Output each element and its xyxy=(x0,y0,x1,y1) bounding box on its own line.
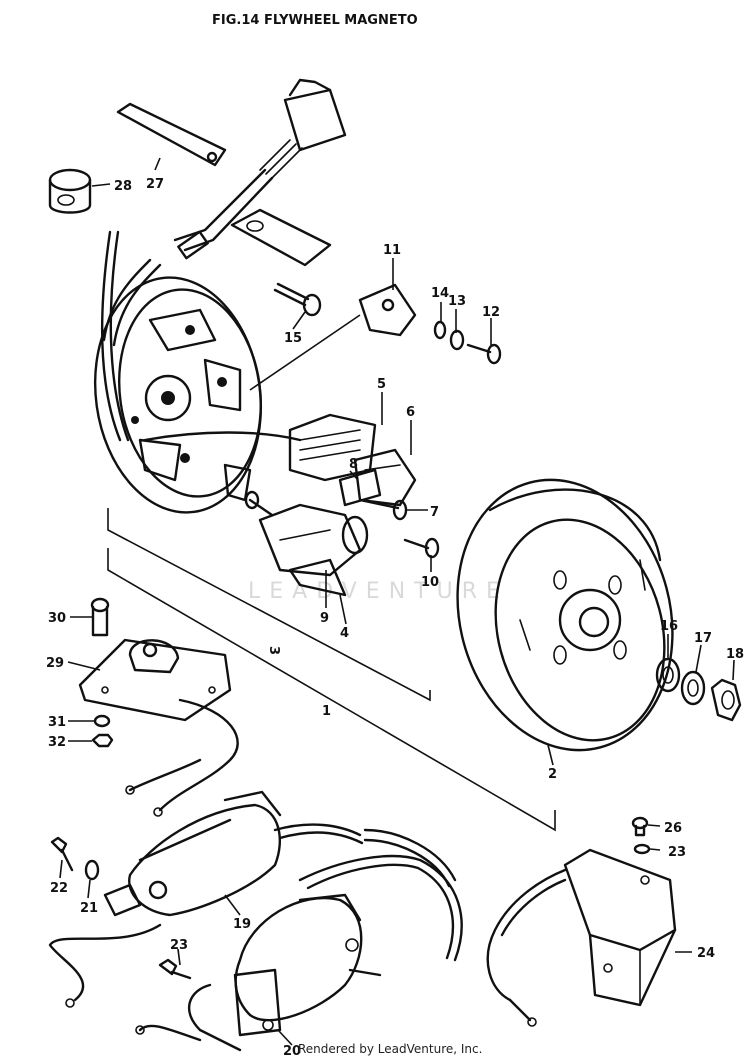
part-4-core xyxy=(288,558,347,597)
part-9-coil xyxy=(258,503,369,577)
part-13-washer xyxy=(449,329,465,351)
callout-8: 8 xyxy=(349,457,358,472)
part-27-plate xyxy=(116,102,227,167)
part-22-bolt xyxy=(50,836,74,872)
part-24-cdi-unit xyxy=(563,848,677,1007)
callout-19: 19 xyxy=(233,917,251,932)
callout-15: 15 xyxy=(284,331,302,346)
callout-11: 11 xyxy=(383,243,401,258)
part-15-screw xyxy=(273,282,322,317)
part-23-washer-upper xyxy=(633,843,651,855)
part-21-washer xyxy=(84,859,100,881)
callout-16: 16 xyxy=(660,619,678,634)
part-16-washer xyxy=(655,657,681,693)
part-6-coil xyxy=(353,448,417,507)
callout-21: 21 xyxy=(80,901,98,916)
figure-title: FIG.14 FLYWHEEL MAGNETO xyxy=(212,13,418,28)
cdi-lead-wires xyxy=(486,868,567,1027)
part-29-regulator xyxy=(78,638,232,722)
callout-32: 32 xyxy=(48,735,66,750)
callout-26: 26 xyxy=(664,821,682,836)
part-8-core xyxy=(338,468,382,507)
callout-23-lower: 23 xyxy=(170,938,188,953)
callout-2: 2 xyxy=(548,767,557,782)
part-5-coil xyxy=(288,413,377,482)
part-32-nut xyxy=(91,733,114,748)
callout-13: 13 xyxy=(448,294,466,309)
wire-harness xyxy=(100,168,302,442)
stator-base-plate xyxy=(93,276,263,514)
callout-6: 6 xyxy=(406,405,415,420)
callout-12: 12 xyxy=(482,305,500,320)
callout-10: 10 xyxy=(421,575,439,590)
callout-7: 7 xyxy=(430,505,439,520)
callout-24: 24 xyxy=(697,946,715,961)
harness-cover-plate xyxy=(230,208,332,267)
callout-22: 22 xyxy=(50,881,68,896)
part-14-washer xyxy=(433,320,447,340)
callout-27: 27 xyxy=(146,177,164,192)
stator-screw xyxy=(244,490,274,517)
leader-lines xyxy=(59,157,735,1046)
part-17-lock-washer xyxy=(680,670,706,706)
part-26-screw xyxy=(631,816,649,837)
callout-14: 14 xyxy=(431,286,449,301)
callout-9: 9 xyxy=(320,611,329,626)
part-28-grommet xyxy=(48,168,92,214)
callout-1: 1 xyxy=(322,704,331,719)
credit-line: Rendered by LeadVenture, Inc. xyxy=(298,1042,482,1056)
callout-18: 18 xyxy=(726,647,744,662)
part-18-nut xyxy=(710,678,742,722)
callout-3: 3 xyxy=(266,646,281,655)
ignition-coil-hv-lead xyxy=(273,823,457,888)
part-31-washer xyxy=(93,714,111,728)
regulator-lead-wire xyxy=(125,698,239,817)
callout-23-upper: 23 xyxy=(668,845,686,860)
part-30-bolt xyxy=(90,597,110,637)
part-11-contact-breaker xyxy=(249,283,417,391)
part-19-ignition-coil xyxy=(103,790,282,917)
part-20-ignition-coil xyxy=(188,893,382,1052)
ignition-coil-primary-wire xyxy=(48,923,162,1008)
callout-28: 28 xyxy=(114,179,132,194)
watermark: LEADVENTURE xyxy=(248,579,509,604)
callout-17: 17 xyxy=(694,631,712,646)
part-12-screw xyxy=(466,343,502,365)
callout-20: 20 xyxy=(283,1044,301,1059)
part-10-screw xyxy=(403,537,440,559)
coil-20-lead-wire xyxy=(135,854,463,1042)
part-23-screw-lower xyxy=(158,958,192,980)
callout-4: 4 xyxy=(340,626,349,641)
assembly-brackets xyxy=(107,508,556,832)
part-2-flywheel-rotor xyxy=(456,478,674,752)
wire-coupler xyxy=(259,78,347,179)
callout-5: 5 xyxy=(377,377,386,392)
callout-29: 29 xyxy=(46,656,64,671)
callout-30: 30 xyxy=(48,611,66,626)
callout-31: 31 xyxy=(48,715,66,730)
